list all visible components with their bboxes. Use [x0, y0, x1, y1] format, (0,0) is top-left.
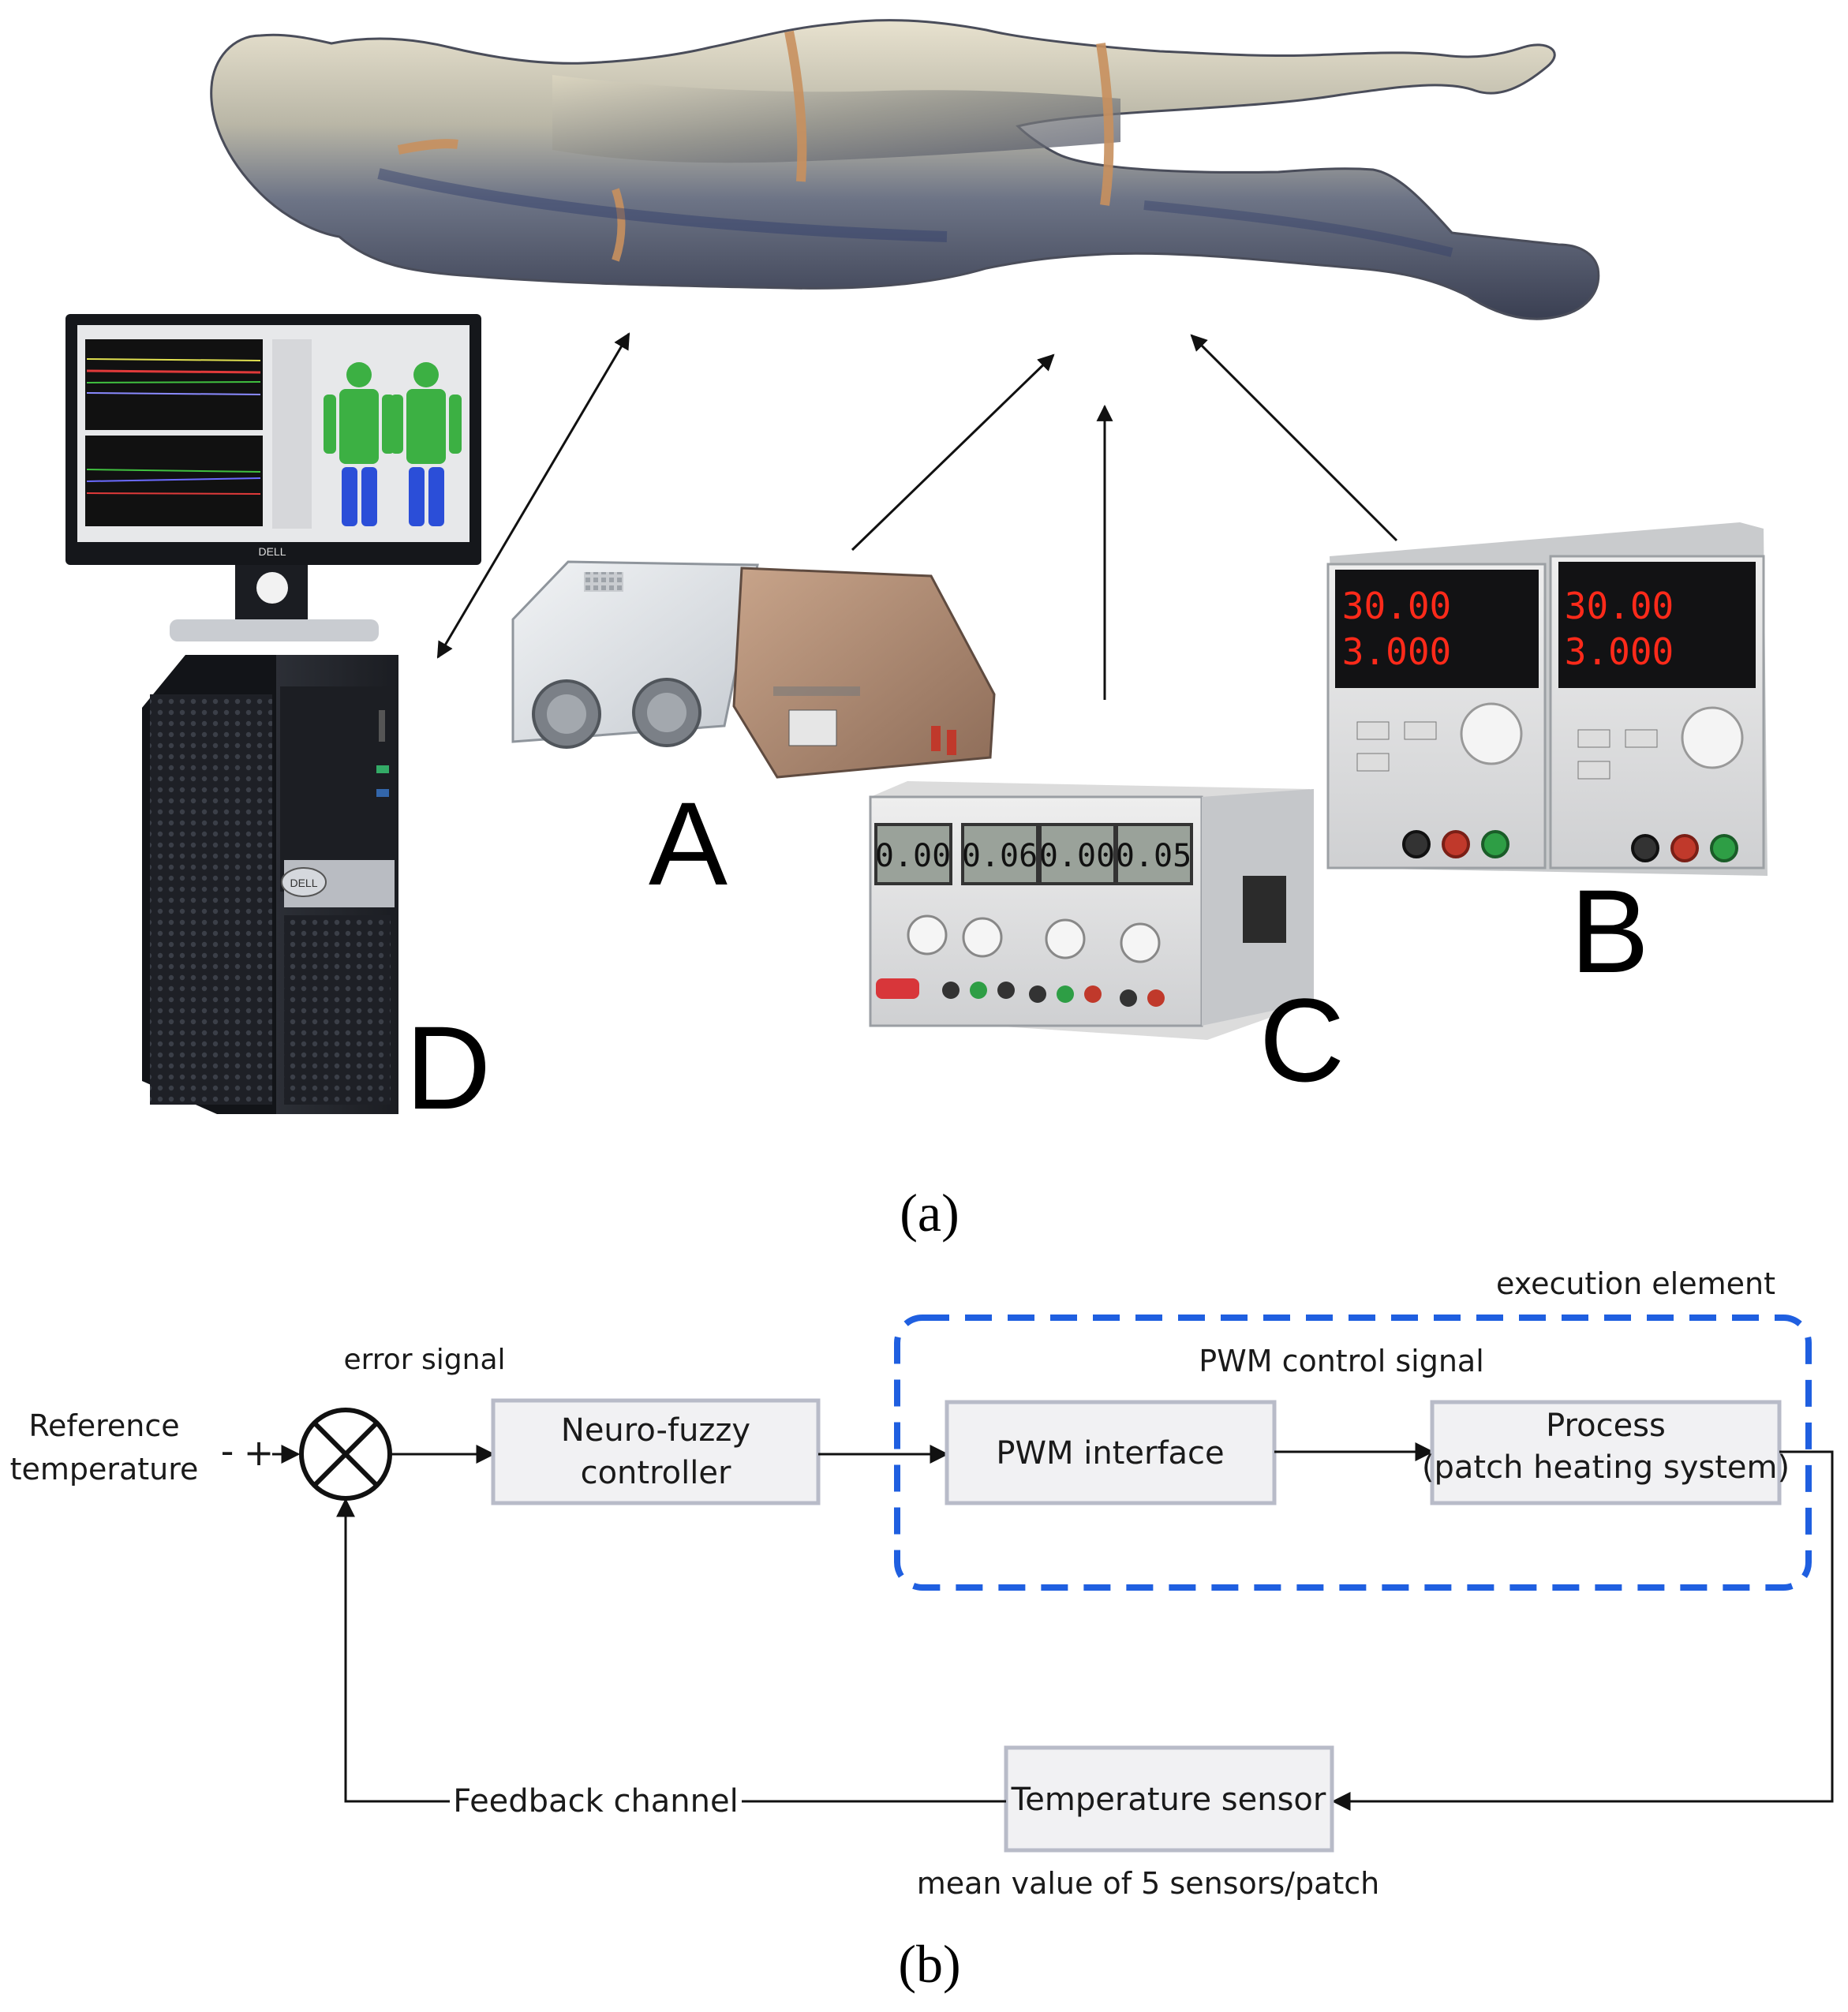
reference-line1: Reference [28, 1408, 179, 1443]
temperature-sensor-block [1004, 1745, 1334, 1853]
knob-b1 [1460, 702, 1523, 765]
process-line1: Process [1546, 1408, 1666, 1444]
computer-tower: DELL [142, 655, 398, 1114]
block-diagram: execution element Reference temperature … [10, 1266, 1834, 1901]
pwm-control-signal-label: PWM control signal [1199, 1344, 1484, 1378]
process-output-path [1331, 1450, 1834, 1811]
feedback-channel-label: Feedback channel [453, 1783, 738, 1819]
power-supply-a [511, 560, 996, 779]
power-supply-c: 0.00 0.06 0.00 0.05 [869, 781, 1314, 1040]
readout-b1-voltage: 30.00 [1342, 585, 1451, 627]
knob-b2 [1681, 706, 1744, 769]
process-line2: (patch heating system) [1422, 1449, 1790, 1486]
readout-c2: 0.06 [962, 838, 1038, 874]
body-map-back [391, 362, 462, 526]
plus-sign: + [244, 1431, 275, 1474]
label-a: A [649, 777, 728, 910]
thermal-manikin [210, 19, 1600, 320]
readout-c4: 0.05 [1116, 838, 1191, 874]
temperature-sensor-label: Temperature sensor [1011, 1782, 1326, 1818]
body-map-front [324, 362, 395, 526]
execution-element-region [894, 1315, 1812, 1591]
controller-line2: controller [581, 1455, 731, 1491]
feedback-line-left [336, 1498, 450, 1803]
label-b: B [1570, 865, 1649, 997]
readout-b1-current: 3.000 [1342, 630, 1451, 673]
reference-line2: temperature [10, 1452, 199, 1487]
monitor: DELL [65, 314, 481, 641]
error-signal-label: error signal [343, 1344, 505, 1376]
pwm-interface-label: PWM interface [996, 1435, 1224, 1472]
tower-brand: DELL [290, 877, 317, 889]
label-c: C [1259, 974, 1345, 1106]
summing-junction [299, 1408, 392, 1501]
arrow-psu-a-manikin [851, 353, 1055, 552]
arrow-computer-manikin [436, 332, 630, 659]
caption-a: (a) [900, 1183, 959, 1243]
controller-line1: Neuro-fuzzy [561, 1412, 750, 1449]
monitor-brand: DELL [258, 545, 286, 558]
label-d: D [406, 1001, 491, 1134]
pwm-interface-block [945, 1400, 1277, 1505]
minus-sign: - [221, 1430, 234, 1472]
execution-element-label: execution element [1496, 1266, 1775, 1301]
readout-b2-current: 3.000 [1565, 630, 1674, 673]
readout-c3: 0.00 [1039, 838, 1115, 874]
neuro-fuzzy-controller-block [491, 1398, 821, 1505]
power-supply-b: 30.00 3.000 30.00 3.000 [1326, 522, 1768, 876]
readout-c1: 0.00 [875, 838, 951, 874]
temperature-graph-top [85, 339, 263, 430]
arrow-psu-b-manikin [1190, 334, 1398, 542]
sensor-note: mean value of 5 sensors/patch [917, 1866, 1380, 1901]
readout-b2-voltage: 30.00 [1565, 585, 1674, 627]
caption-b: (b) [898, 1934, 960, 1994]
